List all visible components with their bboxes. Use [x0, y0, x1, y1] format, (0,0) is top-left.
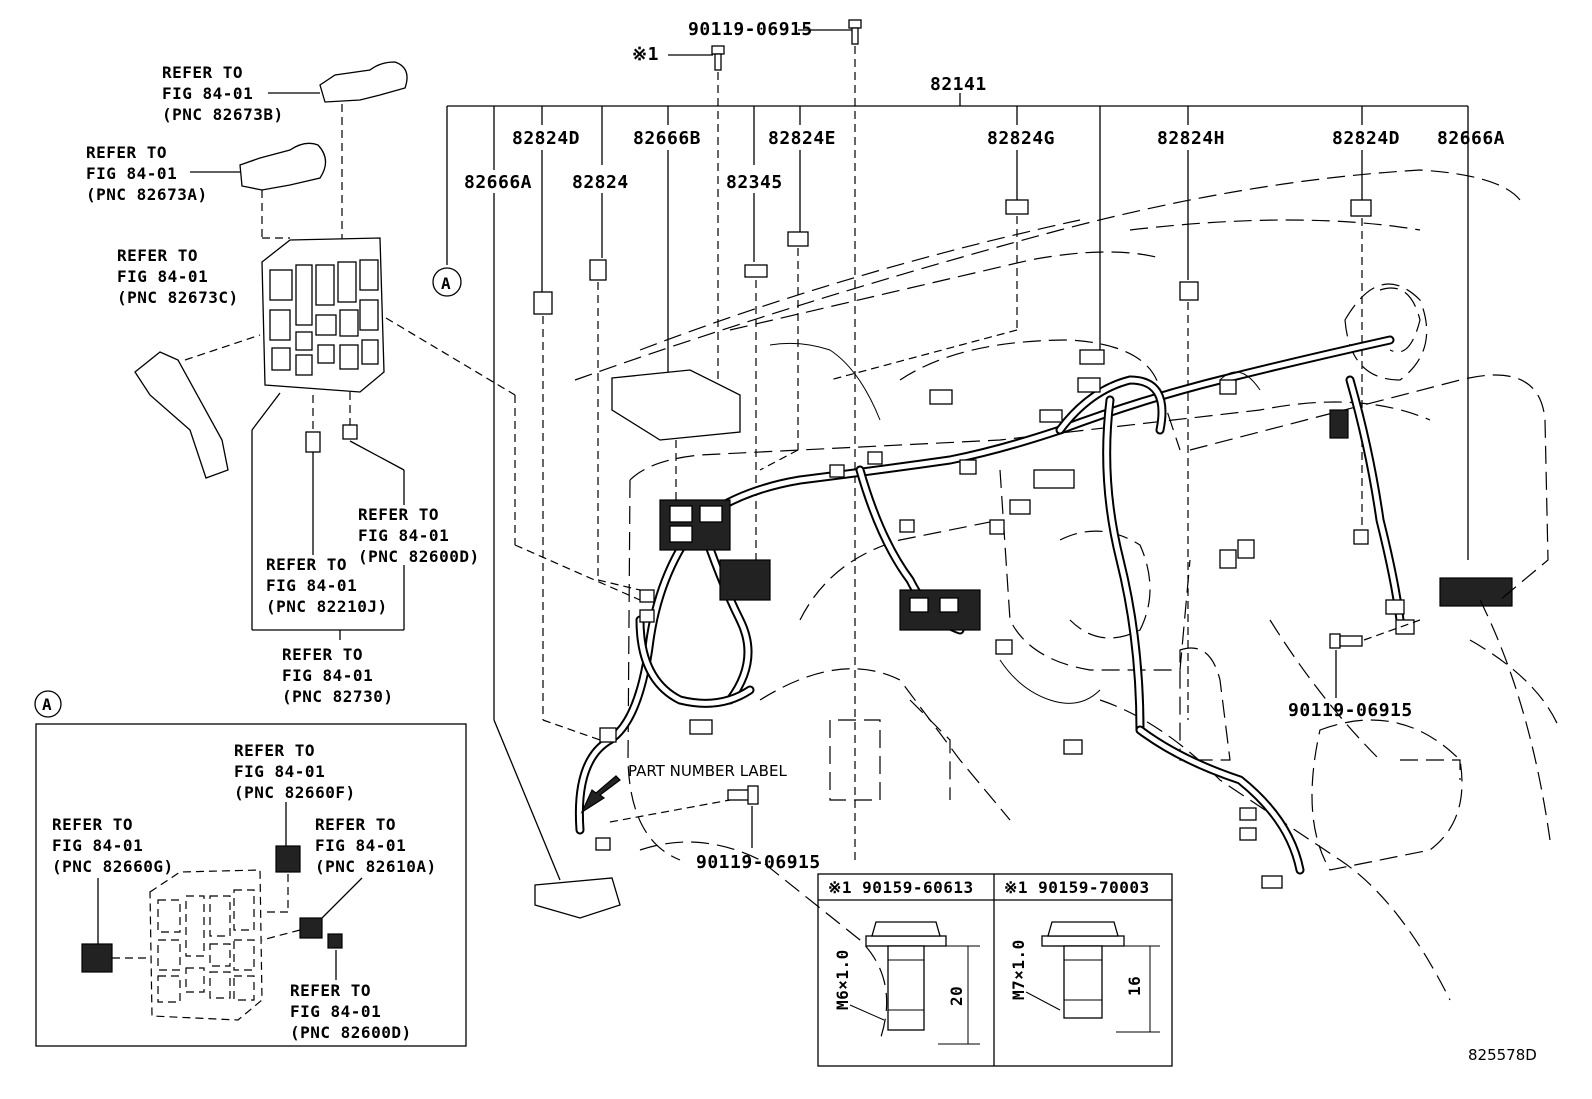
connector-82666A-left	[534, 877, 621, 919]
svg-text:REFER TO: REFER TO	[52, 815, 133, 834]
label-82666B: 82666B	[633, 128, 701, 149]
label-82824H: 82824H	[1157, 128, 1225, 149]
connector-82824E	[787, 231, 809, 247]
svg-text:FIG 84-01: FIG 84-01	[290, 1002, 381, 1021]
table-col2-length: 16	[1125, 976, 1144, 996]
relay-block-phantom	[149, 869, 263, 1021]
svg-text:FIG 84-01: FIG 84-01	[117, 267, 208, 286]
svg-text:A: A	[42, 695, 52, 714]
table-col1-header: ※1 90159-60613	[828, 878, 974, 897]
connector-82666B	[611, 369, 741, 441]
bracket-82673C-icon	[134, 351, 229, 479]
bolt-top-label: 90119-06915	[688, 19, 813, 40]
connector-82824D-right	[1350, 199, 1372, 217]
label-82824G: 82824G	[987, 128, 1055, 149]
bolt-bottom-callout: 90119-06915	[696, 785, 821, 873]
svg-text:REFER TO: REFER TO	[86, 143, 167, 162]
connector-82666A-right	[1439, 577, 1513, 607]
svg-text:REFER TO: REFER TO	[266, 555, 347, 574]
relay-82660G-icon	[81, 943, 113, 973]
svg-text:REFER TO: REFER TO	[282, 645, 363, 664]
connector-82141-top	[1079, 349, 1105, 365]
svg-text:A: A	[441, 274, 451, 293]
svg-text:FIG 84-01: FIG 84-01	[162, 84, 253, 103]
bolt-m6-icon	[865, 921, 947, 1031]
bolt-top-icon	[848, 19, 862, 45]
svg-text:REFER TO: REFER TO	[358, 505, 439, 524]
table-col1-thread: M6×1.0	[833, 949, 852, 1010]
relay-82600D-inset-icon	[327, 933, 343, 949]
figure-code: 825578D	[1468, 1046, 1537, 1064]
table-col2-header: ※1 90159-70003	[1004, 878, 1150, 897]
bolt-right-label: 90119-06915	[1288, 700, 1413, 721]
svg-text:(PNC 82673B): (PNC 82673B)	[162, 105, 284, 124]
svg-text:(PNC 82730): (PNC 82730)	[282, 687, 393, 706]
connector-82824	[589, 259, 607, 281]
callout-a-marker	[432, 267, 462, 297]
svg-text:(PNC 82660G): (PNC 82660G)	[52, 857, 174, 876]
clamp-82673A-icon	[239, 142, 327, 191]
svg-text:FIG 84-01: FIG 84-01	[234, 762, 325, 781]
svg-text:(PNC 82210J): (PNC 82210J)	[266, 597, 388, 616]
label-82824D-right: 82824D	[1332, 128, 1400, 149]
svg-text:REFER TO: REFER TO	[315, 815, 396, 834]
connector-82824G	[1005, 199, 1029, 215]
svg-text:FIG 84-01: FIG 84-01	[266, 576, 357, 595]
connector-82824D-left	[533, 291, 553, 315]
svg-text:FIG 84-01: FIG 84-01	[86, 164, 177, 183]
main-harness	[574, 335, 1415, 889]
bolt-bottom-icon	[727, 789, 751, 801]
inset-a-marker	[34, 690, 62, 718]
relay-82660F-icon	[275, 845, 301, 873]
svg-text:FIG 84-01: FIG 84-01	[315, 836, 406, 855]
label-82824D-left: 82824D	[512, 128, 580, 149]
svg-text:REFER TO: REFER TO	[162, 63, 243, 82]
svg-text:FIG 84-01: FIG 84-01	[358, 526, 449, 545]
table-col2-thread: M7×1.0	[1009, 939, 1028, 1000]
svg-text:(PNC 82600D): (PNC 82600D)	[358, 547, 480, 566]
label-82345: 82345	[726, 172, 783, 193]
label-82824: 82824	[572, 172, 629, 193]
relay-82610A-icon	[299, 917, 323, 939]
svg-text:REFER TO: REFER TO	[290, 981, 371, 1000]
bolt-right-callout: 90119-06915	[1288, 619, 1421, 721]
label-82824E: 82824E	[768, 128, 836, 149]
dashboard-outline	[574, 169, 1561, 1041]
bolt-bottom-label: 90119-06915	[696, 852, 821, 873]
label-82666A-left: 82666A	[464, 172, 532, 193]
svg-text:(PNC 82673A): (PNC 82673A)	[86, 185, 208, 204]
relay-block-icon	[261, 237, 385, 393]
relay-82210J-icon	[305, 431, 321, 453]
part-number-label-text: PART NUMBER LABEL	[628, 762, 787, 780]
left-refs: REFER TO FIG 84-01 (PNC 82673B) REFER TO…	[86, 61, 641, 706]
svg-text:REFER TO: REFER TO	[117, 246, 198, 265]
svg-text:FIG 84-01: FIG 84-01	[52, 836, 143, 855]
connector-icons	[533, 199, 1513, 919]
inset-a-frame	[35, 723, 467, 1047]
table-col1-length: 20	[947, 986, 966, 1006]
bolt-ref1-icon	[711, 45, 725, 71]
connector-82345	[744, 264, 768, 278]
inset-a: A REFER TO FIG 84-01 (PNC 82660F) REFER …	[34, 690, 467, 1047]
bolt-right-head-icon	[1329, 633, 1341, 649]
bolt-ref1-label: ※1	[632, 44, 659, 65]
svg-text:(PNC 82673C): (PNC 82673C)	[117, 288, 239, 307]
svg-text:(PNC 82610A): (PNC 82610A)	[315, 857, 437, 876]
svg-text:(PNC 82600D): (PNC 82600D)	[290, 1023, 412, 1042]
clamp-82673B-icon	[319, 61, 408, 103]
relay-82600D-icon	[342, 424, 358, 440]
part-number-label-callout: PART NUMBER LABEL	[580, 762, 787, 823]
connector-leaders	[542, 216, 1363, 741]
svg-text:FIG 84-01: FIG 84-01	[282, 666, 373, 685]
connector-82824H	[1179, 281, 1199, 301]
bolt-m7-icon	[1041, 921, 1125, 1019]
top-label-area: 90119-06915 ※1 82141 A 82824D	[432, 19, 1505, 881]
main-assembly-label: 82141	[930, 74, 987, 95]
svg-text:REFER TO: REFER TO	[234, 741, 315, 760]
svg-text:(PNC 82660F): (PNC 82660F)	[234, 783, 356, 802]
bolt-spec-table: ※1 90159-60613 ※1 90159-70003 M6×1.0 20 …	[817, 873, 1173, 1067]
label-82666A-right: 82666A	[1437, 128, 1505, 149]
